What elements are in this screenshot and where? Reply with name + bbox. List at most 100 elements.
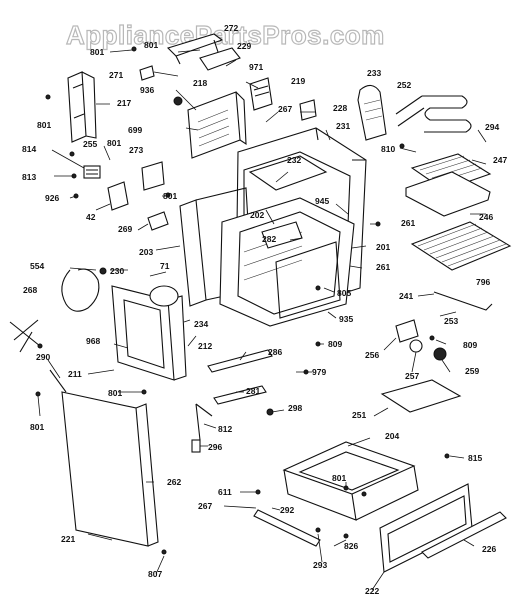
part-233-vent-duct: [357, 84, 387, 141]
label-259: 259: [465, 366, 479, 376]
label-809: 809: [328, 339, 342, 349]
part-252-bake-element: [395, 95, 472, 133]
label-261: 261: [376, 262, 390, 272]
label-926: 926: [45, 193, 59, 203]
label-809: 809: [463, 340, 477, 350]
part-281-rail: [213, 385, 267, 405]
label-936: 936: [140, 85, 154, 95]
part-230-element: [149, 285, 179, 307]
label-814: 814: [22, 144, 36, 154]
label-241: 241: [399, 291, 413, 301]
label-256: 256: [365, 350, 379, 360]
label-968: 968: [86, 336, 100, 346]
label-971: 971: [249, 62, 263, 72]
label-71: 71: [160, 261, 170, 271]
part-201-oven-liner: [219, 197, 355, 327]
label-611: 611: [218, 487, 232, 497]
watermark: AppliancePartsPros.com: [66, 20, 385, 50]
label-231: 231: [336, 121, 350, 131]
part-229-bracket: [166, 33, 241, 71]
label-42: 42: [86, 212, 96, 222]
label-699: 699: [128, 125, 142, 135]
label-222: 222: [365, 586, 379, 596]
label-281: 281: [246, 386, 260, 396]
label-298: 298: [288, 403, 302, 413]
part-286-rail: [207, 349, 273, 373]
part-219-module: [249, 77, 273, 111]
label-815: 815: [468, 453, 482, 463]
label-230: 230: [110, 266, 124, 276]
label-219: 219: [291, 76, 305, 86]
label-201: 201: [376, 242, 390, 252]
part-292-rail: [253, 509, 321, 547]
label-247: 247: [493, 155, 507, 165]
part-255-terminal-block: [83, 165, 101, 179]
part-217-bracket: [67, 71, 97, 143]
part-222-drawer-front: [379, 483, 473, 573]
label-253: 253: [444, 316, 458, 326]
label-267: 267: [198, 501, 212, 511]
label-203: 203: [139, 247, 153, 257]
label-212: 212: [198, 341, 212, 351]
part-269-block: [147, 211, 169, 231]
label-252: 252: [397, 80, 411, 90]
part-936-knob: [173, 96, 183, 106]
label-945: 945: [315, 196, 329, 206]
part-232-duct: [248, 155, 328, 191]
label-810: 810: [381, 144, 395, 154]
label-229: 229: [237, 41, 251, 51]
label-269: 269: [118, 224, 132, 234]
label-801: 801: [108, 388, 122, 398]
label-801: 801: [90, 47, 104, 57]
label-801: 801: [144, 40, 158, 50]
label-257: 257: [405, 371, 419, 381]
part-230-connector: [99, 267, 107, 275]
label-234: 234: [194, 319, 208, 329]
label-979: 979: [312, 367, 326, 377]
label-796: 796: [476, 277, 490, 287]
label-233: 233: [367, 68, 381, 78]
label-268: 268: [23, 285, 37, 295]
part-204-drawer: [282, 441, 419, 521]
label-290: 290: [36, 352, 50, 362]
label-267: 267: [278, 104, 292, 114]
label-271: 271: [109, 70, 123, 80]
part-253-rod: [433, 291, 493, 311]
label-255: 255: [83, 139, 97, 149]
label-218: 218: [193, 78, 207, 88]
label-217: 217: [117, 98, 131, 108]
part-268-tool: [9, 319, 43, 353]
label-554: 554: [30, 261, 44, 271]
label-228: 228: [333, 103, 347, 113]
part-drawings: [9, 33, 512, 591]
label-294: 294: [485, 122, 499, 132]
label-262: 262: [167, 477, 181, 487]
label-211: 211: [68, 369, 82, 379]
label-826: 826: [344, 541, 358, 551]
label-801: 801: [107, 138, 121, 148]
label-292: 292: [280, 505, 294, 515]
label-286: 286: [268, 347, 282, 357]
label-293: 293: [313, 560, 327, 570]
label-272: 272: [224, 23, 238, 33]
label-246: 246: [479, 212, 493, 222]
part-251-bracket: [380, 379, 462, 413]
part-246-broil-pan: [405, 171, 491, 217]
label-296: 296: [208, 442, 222, 452]
part-256-switch: [395, 319, 447, 361]
part-42-bracket: [107, 181, 129, 211]
label-801: 801: [30, 422, 44, 432]
label-801: 801: [332, 473, 346, 483]
label-805: 805: [337, 288, 351, 298]
part-554-harness: [61, 268, 100, 312]
label-801: 801: [37, 120, 51, 130]
part-241-oven-rack: [410, 221, 512, 271]
label-221: 221: [61, 534, 75, 544]
label-282: 282: [262, 234, 276, 244]
part-296-sensor: [191, 403, 213, 453]
label-801: 801: [163, 191, 177, 201]
label-935: 935: [339, 314, 353, 324]
part-273-plate: [141, 161, 165, 191]
label-807: 807: [148, 569, 162, 579]
